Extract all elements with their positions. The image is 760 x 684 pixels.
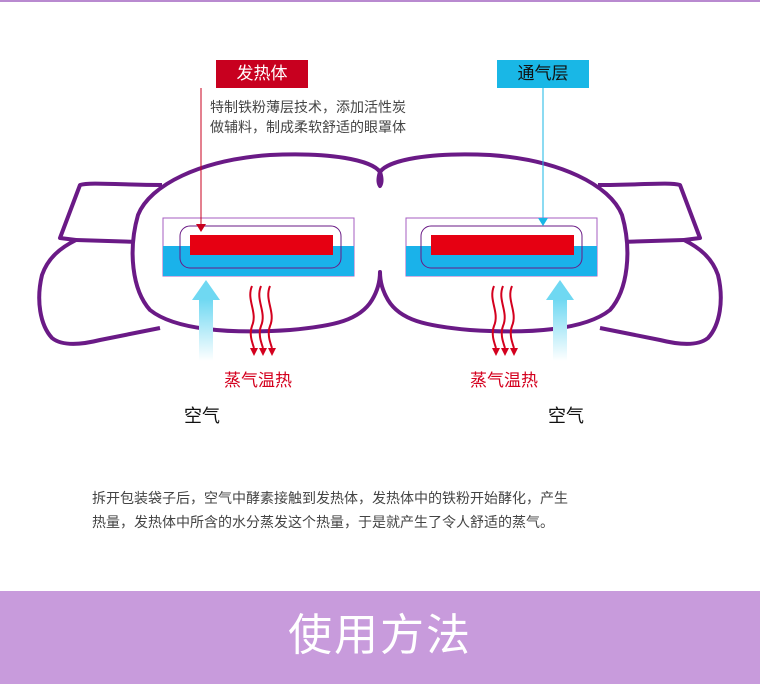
air-label-left: 空气 (184, 406, 220, 427)
right-pad (405, 217, 598, 277)
explanation-paragraph: 拆开包装袋子后，空气中酵素接触到发热体，发热体中的铁粉开始酵化，产生 热量，发热… (92, 487, 702, 535)
air-arrow-icon (546, 280, 574, 361)
right-heating-strip (431, 235, 574, 255)
footer-banner: 使用方法 (0, 591, 760, 684)
description-line: 特制铁粉薄层技术，添加活性炭 (210, 100, 406, 116)
heating-body-label: 发热体 (216, 60, 308, 88)
description-line: 做辅料，制成柔软舒适的眼罩体 (210, 120, 406, 136)
right-strap (597, 181, 723, 346)
air-label-right: 空气 (548, 406, 584, 427)
steam-arrow-icon (491, 285, 515, 349)
mask-body (130, 152, 630, 334)
left-strap-fold (75, 238, 141, 244)
right-strap-fold (619, 238, 685, 244)
vent-layer-label: 通气层 (497, 60, 589, 88)
heating-body-description: 特制铁粉薄层技术，添加活性炭 做辅料，制成柔软舒适的眼罩体 (210, 98, 480, 138)
air-arrow-icon (192, 280, 220, 361)
left-pad (162, 217, 355, 277)
explanation-line: 拆开包装袋子后，空气中酵素接触到发热体，发热体中的铁粉开始酵化，产生 (92, 491, 568, 507)
steam-label-left: 蒸气温热 (224, 371, 292, 391)
steam-arrow-icon (249, 285, 273, 349)
top-divider (0, 0, 760, 2)
left-heating-strip (190, 235, 333, 255)
left-strap (37, 181, 163, 346)
footer-title: 使用方法 (288, 610, 472, 661)
steam-label-right: 蒸气温热 (470, 371, 538, 391)
explanation-line: 热量，发热体中所含的水分蒸发这个热量，于是就产生了令人舒适的蒸气。 (92, 515, 554, 531)
